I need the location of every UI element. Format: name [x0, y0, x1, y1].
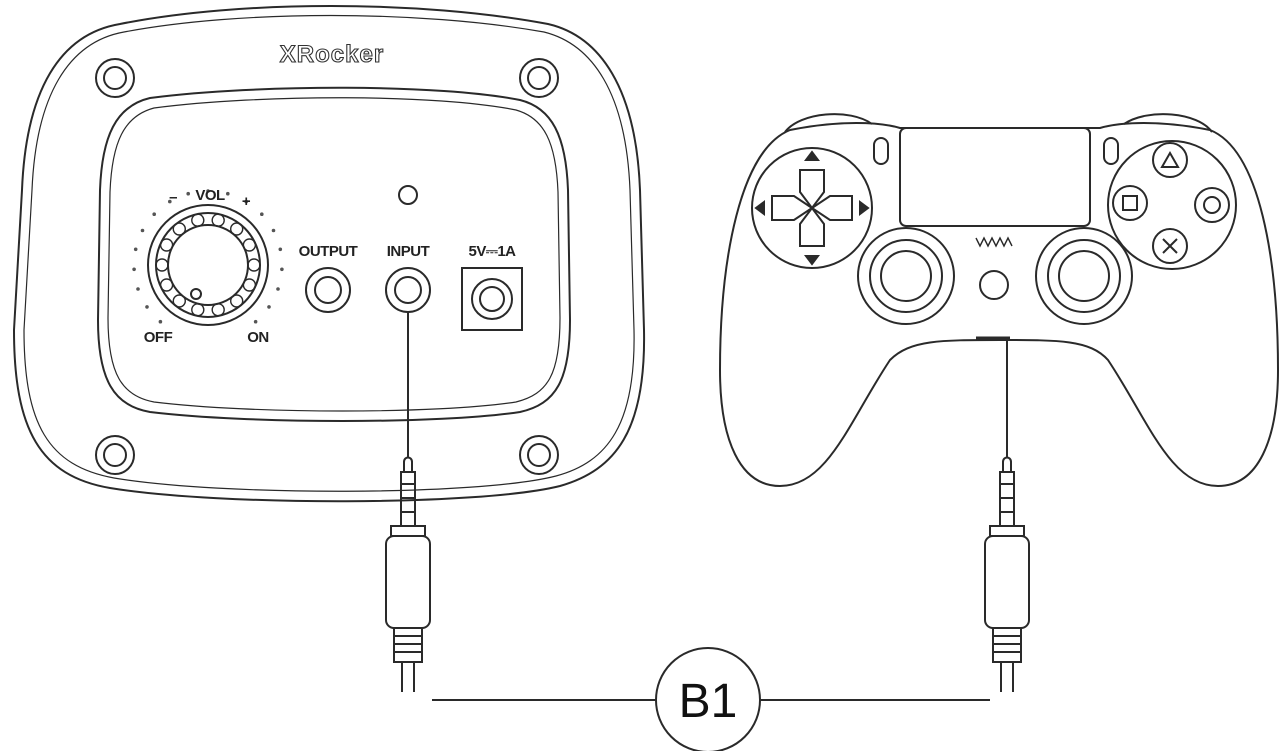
knob-grip: [247, 258, 261, 272]
face-button-well: [1107, 140, 1237, 270]
triangle-button[interactable]: [1152, 142, 1188, 178]
volume-scale-dot: [133, 247, 138, 252]
volume-scale-dot: [280, 267, 284, 272]
knob-grip: [159, 278, 174, 292]
volume-scale-dots: [132, 189, 284, 324]
left-plug: [385, 456, 431, 692]
mounting-hole-bottom-right: [519, 435, 559, 475]
volume-scale-dot: [276, 287, 280, 291]
power-led: [398, 185, 418, 205]
ps-button[interactable]: [979, 270, 1009, 300]
input-jack[interactable]: [385, 267, 431, 313]
volume-knob[interactable]: [147, 204, 269, 326]
knob-grip: [242, 278, 257, 292]
left-shoulder-button[interactable]: [784, 113, 873, 133]
knob-grip: [172, 294, 187, 308]
audio-cable: [385, 312, 1030, 753]
knob-grip: [242, 238, 257, 252]
right-shoulder-button[interactable]: [1123, 113, 1213, 133]
off-label: OFF: [144, 329, 173, 346]
knob-grip: [229, 222, 244, 236]
options-button[interactable]: [1103, 137, 1119, 165]
panel-outer-housing: [12, 5, 646, 503]
dpad-right-arrow: [859, 200, 870, 216]
knob-grip: [155, 258, 169, 272]
panel-outer-housing-inner-edge: [23, 14, 635, 492]
dpad-left-arrow: [754, 200, 765, 216]
volume-scale-dot: [278, 247, 283, 252]
dpad[interactable]: [771, 169, 853, 247]
knob-grip: [211, 303, 225, 317]
knob-grip: [159, 238, 174, 252]
volume-scale-dot: [260, 212, 264, 216]
share-button[interactable]: [873, 137, 889, 165]
right-analog-stick[interactable]: [1035, 227, 1133, 325]
knob-grip: [191, 303, 205, 317]
volume-scale-dot: [206, 189, 210, 193]
mounting-hole-bottom-left: [95, 435, 135, 475]
on-label: ON: [247, 329, 269, 346]
dpad-down-arrow: [804, 255, 820, 266]
knob-grip: [211, 213, 225, 227]
cable-callout-label: B1: [679, 675, 738, 728]
brand-logo: XRocker: [280, 41, 384, 68]
volume-scale-dot: [226, 191, 230, 196]
left-analog-stick[interactable]: [857, 227, 955, 325]
volume-scale-dot: [271, 228, 276, 233]
circle-button[interactable]: [1194, 187, 1230, 223]
volume-scale-dot: [132, 267, 136, 272]
control-panel: [12, 5, 646, 503]
vol-plus-label: +: [242, 193, 251, 210]
knob-grip: [191, 213, 205, 227]
volume-scale-dot: [140, 228, 145, 233]
input-label: INPUT: [387, 243, 430, 260]
knob-grips: [155, 213, 261, 317]
dc-power-jack[interactable]: [461, 267, 523, 331]
output-label: OUTPUT: [299, 243, 358, 260]
volume-scale-dot: [267, 305, 271, 309]
power-rating-label: 5V⎓1A: [469, 243, 517, 260]
mounting-hole-top-right: [519, 58, 559, 98]
square-button[interactable]: [1112, 185, 1148, 221]
panel-face: [96, 86, 572, 422]
knob-indicator: [190, 288, 202, 300]
cross-button[interactable]: [1152, 228, 1188, 264]
mounting-hole-top-left: [95, 58, 135, 98]
controller-body: [718, 122, 1280, 488]
dpad-well: [751, 147, 873, 269]
right-plug: [984, 456, 1030, 692]
dpad-up-arrow: [804, 150, 820, 161]
knob-grip: [229, 294, 244, 308]
output-jack[interactable]: [305, 267, 351, 313]
volume-scale-dot: [244, 199, 248, 204]
speaker-grille: [975, 236, 1013, 248]
game-controller: [718, 113, 1280, 488]
knob-grip: [172, 222, 187, 236]
volume-scale-dot: [158, 319, 163, 324]
volume-scale-dot: [136, 287, 140, 291]
volume-scale-dot: [152, 212, 156, 216]
volume-scale-dot: [253, 319, 258, 324]
touchpad[interactable]: [899, 127, 1091, 227]
volume-scale-dot: [186, 191, 190, 196]
vol-label: VOL: [195, 187, 225, 204]
volume-scale-dot: [168, 199, 172, 204]
panel-face-inner: [107, 97, 561, 412]
vol-minus-label: –: [169, 189, 177, 206]
volume-scale-dot: [145, 305, 149, 309]
